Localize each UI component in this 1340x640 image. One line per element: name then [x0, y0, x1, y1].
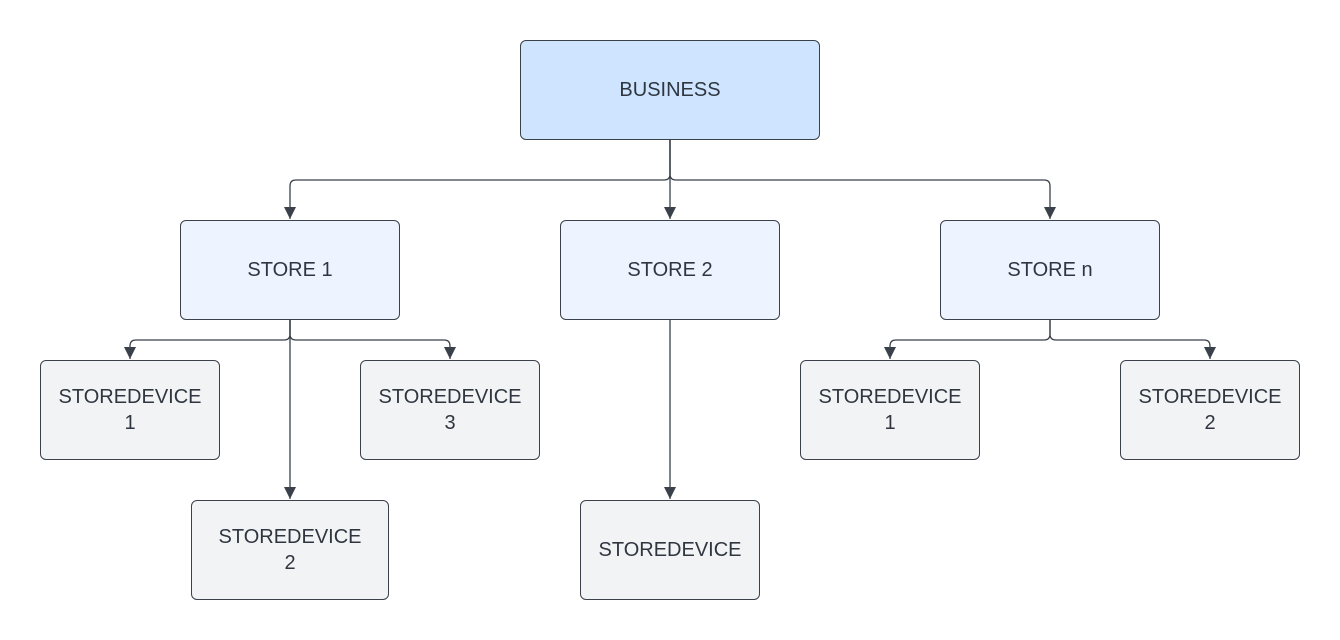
device-number: 1 — [124, 412, 136, 434]
store-2-device-node: STOREDEVICE — [580, 500, 760, 600]
business-label: BUSINESS — [619, 79, 721, 101]
device-label: STOREDEVICE — [598, 539, 742, 561]
connector-storen-device2 — [1049, 320, 1216, 359]
device-label: STOREDEVICE — [1138, 386, 1282, 408]
business-node: BUSINESS — [520, 40, 820, 140]
connector-business-storen — [669, 140, 1056, 219]
connector-store1-device3 — [289, 320, 456, 359]
device-number: 2 — [1204, 412, 1216, 434]
device-label: STOREDEVICE — [218, 526, 362, 548]
connector-storen-device1 — [884, 320, 1051, 359]
store-n-node: STORE n — [940, 220, 1160, 320]
store-n-device-1-node: STOREDEVICE 1 — [800, 360, 980, 460]
device-label: STOREDEVICE — [378, 386, 522, 408]
store-n-device-2-node: STOREDEVICE 2 — [1120, 360, 1300, 460]
store-2-label: STORE 2 — [627, 259, 713, 281]
store-1-device-3-node: STOREDEVICE 3 — [360, 360, 540, 460]
store-2-node: STORE 2 — [560, 220, 780, 320]
device-label: STOREDEVICE — [58, 386, 202, 408]
connector-business-store1 — [284, 140, 671, 219]
device-label: STOREDEVICE — [818, 386, 962, 408]
store-n-label: STORE n — [1007, 259, 1093, 281]
store-1-device-2-node: STOREDEVICE 2 — [191, 500, 389, 600]
store-1-node: STORE 1 — [180, 220, 400, 320]
device-number: 3 — [444, 412, 456, 434]
device-number: 1 — [884, 412, 896, 434]
store-1-device-1-node: STOREDEVICE 1 — [40, 360, 220, 460]
device-number: 2 — [284, 552, 296, 574]
store-1-label: STORE 1 — [247, 259, 333, 281]
connector-store1-device1 — [124, 320, 291, 359]
